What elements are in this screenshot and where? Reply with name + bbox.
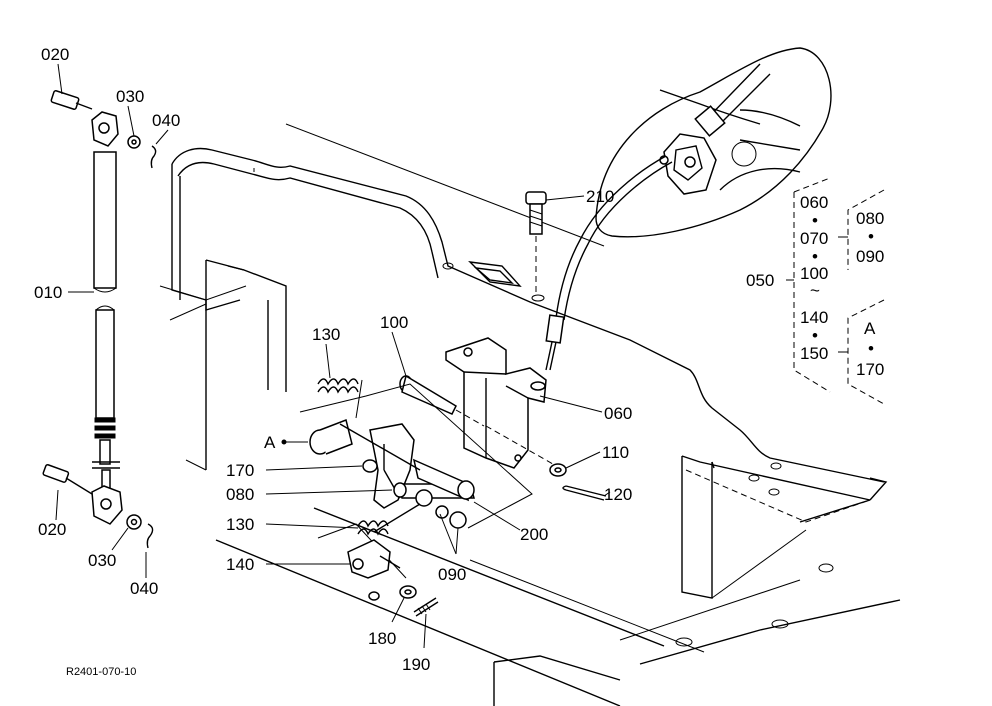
washer-180 [399,585,417,599]
pin-100 [399,374,485,427]
legend-170[interactable]: 170 [856,360,884,379]
legend-090[interactable]: 090 [856,247,884,266]
bolt-210 [525,191,547,296]
lever-140 [347,539,401,601]
legend-140[interactable]: 140 [800,308,828,327]
label-190[interactable]: 190 [402,655,430,674]
label-210[interactable]: 210 [586,187,614,206]
spring-pin-190 [413,597,439,617]
label-130-top[interactable]: 130 [312,325,340,344]
label-050[interactable]: 050 [746,271,774,290]
washer-and-split-pin [549,463,607,501]
legend-dot-1: • [812,211,818,230]
leader-lines [55,63,611,649]
bracket-060 [445,337,561,469]
legend-dot-4: • [868,227,874,246]
label-120[interactable]: 120 [604,485,632,504]
label-140[interactable]: 140 [226,555,254,574]
label-a[interactable]: A [264,433,276,452]
label-090[interactable]: 090 [438,565,466,584]
spring-130-bottom [357,520,389,536]
label-020-bottom[interactable]: 020 [38,520,66,539]
legend-dot-3: • [812,326,818,345]
label-130-bottom[interactable]: 130 [226,515,254,534]
label-180[interactable]: 180 [368,629,396,648]
lever-assembly [299,383,533,579]
label-060[interactable]: 060 [604,404,632,423]
legend-150[interactable]: 150 [800,344,828,363]
legend-100[interactable]: 100 [800,264,828,283]
legend-dot-2: • [812,247,818,266]
legend-070[interactable]: 070 [800,229,828,248]
legend-tilde: ~ [810,281,820,300]
label-030-bottom[interactable]: 030 [88,551,116,570]
spring-130-top [317,378,363,419]
label-020-top[interactable]: 020 [41,45,69,64]
legend-labels: 060 • 070 • 100 ~ 140 • 150 080 • 090 A … [800,193,884,379]
part-labels: 020 030 040 010 020 030 040 210 100 130 … [34,45,774,674]
legend-dot-5: • [868,339,874,358]
label-030-top[interactable]: 030 [116,87,144,106]
machine-frame [159,123,901,706]
label-110[interactable]: 110 [602,443,629,462]
legend-060[interactable]: 060 [800,193,828,212]
label-010[interactable]: 010 [34,283,62,302]
gas-spring-strut [42,90,157,549]
legend-bracket [786,177,885,405]
drawing-code: R2401-070-10 [66,666,136,678]
legend-080[interactable]: 080 [856,209,884,228]
throttle-cable [545,155,673,371]
label-080[interactable]: 080 [226,485,254,504]
label-100[interactable]: 100 [380,313,408,332]
label-170[interactable]: 170 [226,461,254,480]
label-040-bottom[interactable]: 040 [130,579,158,598]
legend-a[interactable]: A [864,319,876,338]
engine-inset [595,47,832,238]
label-040-top[interactable]: 040 [152,111,180,130]
label-200[interactable]: 200 [520,525,548,544]
